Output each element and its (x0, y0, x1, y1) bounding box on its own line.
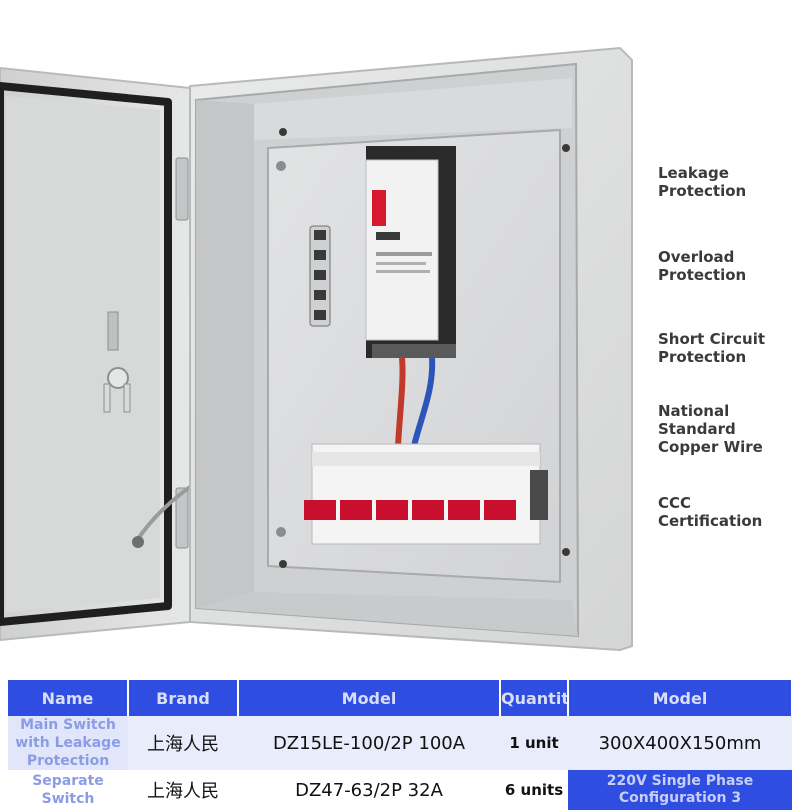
feature-label-copper-wire: National Standard Copper Wire (658, 402, 763, 456)
table-row: Separate Switch 上海人民 DZ47-63/2P 32A 6 un… (8, 770, 792, 810)
header-model-2: Model (568, 680, 793, 716)
cell-quantity: 6 units (500, 770, 568, 810)
upper-hinge (175, 157, 189, 221)
branch-breaker-row (304, 443, 548, 545)
cell-brand: 上海人民 (128, 770, 238, 810)
header-model: Model (238, 680, 501, 716)
feature-label-short-circuit-protection: Short Circuit Protection (658, 330, 766, 366)
header-brand: Brand (128, 680, 239, 716)
table-header-row: Name Brand Model Quantity Model (8, 680, 793, 716)
feature-label-ccc-certification: CCC Certification (658, 494, 763, 530)
cell-model: DZ47-63/2P 32A (238, 770, 500, 810)
cell-dimensions: 300X400X150mm (568, 716, 792, 770)
cell-model: DZ15LE-100/2P 100A (238, 716, 500, 770)
main-leakage-breaker (365, 146, 456, 358)
feature-label-leakage-protection: Leakage Protection (658, 164, 747, 200)
header-name: Name (8, 680, 129, 716)
cell-configuration: 220V Single Phase Configuration 3 (568, 770, 792, 810)
spec-table: Name Brand Model Quantity Model Main Swi… (8, 680, 793, 810)
header-quantity: Quantity (500, 680, 569, 716)
cell-name: Separate Switch (8, 770, 128, 810)
table-row: Main Switch with Leakage Protection 上海人民… (8, 716, 792, 770)
cell-name: Main Switch with Leakage Protection (8, 716, 128, 770)
cell-quantity: 1 unit (500, 716, 568, 770)
lower-hinge (175, 487, 189, 549)
distribution-box-photo (0, 46, 633, 652)
enclosure-door (0, 66, 214, 642)
blue-wire (411, 357, 436, 447)
cell-brand: 上海人民 (128, 716, 238, 770)
red-wire (395, 357, 406, 447)
feature-label-overload-protection: Overload Protection (658, 248, 747, 284)
terminal-bar (309, 225, 331, 327)
door-key (103, 311, 131, 413)
